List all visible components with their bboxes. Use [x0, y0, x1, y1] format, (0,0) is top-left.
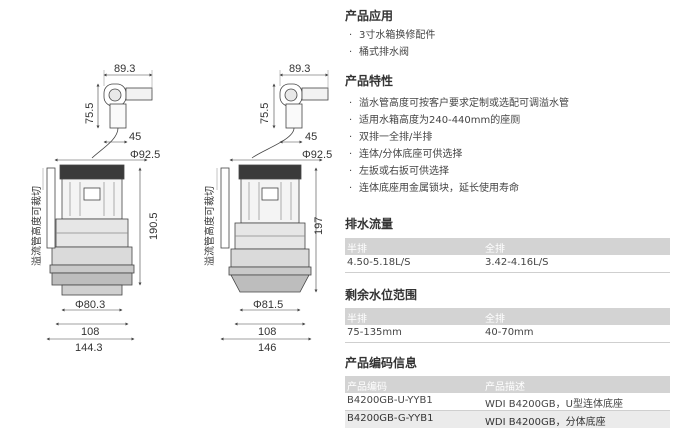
right-dim-offset: 45	[305, 131, 317, 143]
residual-table: 半排 全排 75-135mm 40-70mm	[345, 308, 670, 343]
table-cell: WDI B4200GB，分体底座	[485, 417, 606, 428]
table-header-row: 半排 全排	[345, 308, 670, 325]
table-row: 75-135mm 40-70mm	[345, 325, 670, 343]
table-row: B4200GB-G-YYB1 WDI B4200GB，分体底座	[345, 411, 670, 429]
table-header-cell: 全排	[485, 244, 505, 255]
right-dim-base: 108	[258, 326, 276, 338]
feature-item: 溢水管高度可按客户要求定制或选配可调溢水管	[349, 94, 569, 109]
left-dim-top-width: 89.3	[114, 63, 135, 75]
table-cell: WDI B4200GB，U型连体底座	[485, 399, 623, 410]
feature-item: 适用水箱高度为240-440mm的座厕	[349, 111, 520, 126]
right-dim-total: 146	[258, 342, 276, 354]
right-overflow-pipe	[220, 167, 230, 249]
left-side-label: 溢流管高度可裁切	[30, 186, 43, 266]
flow-table: 半排 全排 4.50-5.18L/S 3.42-4.16L/S	[345, 238, 670, 273]
left-dim-offset: 45	[129, 131, 141, 143]
table-cell: 3.42-4.16L/S	[485, 257, 549, 268]
right-dim-phi-upper: Φ92.5	[302, 149, 332, 161]
table-header-row: 半排 全排	[345, 238, 670, 255]
features-title: 产品特性	[345, 74, 394, 88]
application-item: 3寸水箱换修配件	[349, 26, 435, 41]
application-title: 产品应用	[345, 9, 394, 23]
left-dim-height-body: 190.5	[148, 212, 160, 240]
left-dim-base: 108	[81, 326, 99, 338]
right-dim-height-body: 197	[313, 217, 325, 235]
table-header-row: 产品编码 产品描述	[345, 376, 670, 393]
spec-panel: 产品应用 3寸水箱换修配件 桶式排水阀 产品特性 溢水管高度可按客户要求定制或选…	[345, 0, 675, 430]
right-dim-phi-lower: Φ81.5	[253, 299, 283, 311]
feature-item: 双排一全排/半排	[349, 128, 432, 143]
left-dim-total: 144.3	[75, 342, 103, 354]
codes-table: 产品编码 产品描述 B4200GB-U-YYB1 WDI B4200GB，U型连…	[345, 376, 670, 429]
residual-title: 剩余水位范围	[345, 288, 418, 302]
right-dim-top-width: 89.3	[289, 63, 310, 75]
application-item: 桶式排水阀	[349, 43, 409, 58]
table-header-cell: 产品编码	[347, 382, 387, 393]
table-header-cell: 半排	[347, 314, 367, 325]
table-header-cell: 产品描述	[485, 382, 525, 393]
table-row: B4200GB-U-YYB1 WDI B4200GB，U型连体底座	[345, 393, 670, 411]
left-valve-body	[49, 164, 135, 296]
table-cell: B4200GB-U-YYB1	[347, 395, 433, 406]
left-dim-phi-upper: Φ92.5	[130, 149, 160, 161]
left-valve-drawing: 89.3 75.5 45 Φ92.5 溢流管高度可裁切	[30, 63, 160, 354]
right-valve-body	[228, 164, 312, 293]
table-cell: 75-135mm	[347, 327, 402, 338]
table-row: 4.50-5.18L/S 3.42-4.16L/S	[345, 255, 670, 273]
table-header-cell: 全排	[485, 314, 505, 325]
left-overflow-pipe	[46, 167, 56, 249]
right-side-label: 溢流管高度可裁切	[203, 186, 216, 266]
codes-title: 产品编码信息	[345, 356, 418, 370]
table-cell: B4200GB-G-YYB1	[347, 413, 434, 424]
flow-title: 排水流量	[345, 217, 394, 231]
feature-item: 连体底座用金属锁块，延长使用寿命	[349, 179, 519, 194]
table-cell: 40-70mm	[485, 327, 534, 338]
right-flush-button-unit	[251, 83, 329, 159]
table-header-cell: 半排	[347, 244, 367, 255]
right-dim-height-upper: 75.5	[259, 103, 271, 124]
feature-item: 左扳或右扳可供选择	[349, 162, 449, 177]
left-dim-height-upper: 75.5	[84, 103, 96, 124]
left-flush-button-unit	[91, 83, 153, 159]
feature-item: 连体/分体底座可供选择	[349, 145, 462, 160]
left-dim-phi-lower: Φ80.3	[75, 299, 105, 311]
table-cell: 4.50-5.18L/S	[347, 257, 411, 268]
right-valve-drawing: 89.3 75.5 45 Φ92.5 溢流管高度可裁切 197 Φ81.5	[203, 63, 332, 354]
technical-drawings: 89.3 75.5 45 Φ92.5 溢流管高度可裁切	[30, 63, 332, 354]
